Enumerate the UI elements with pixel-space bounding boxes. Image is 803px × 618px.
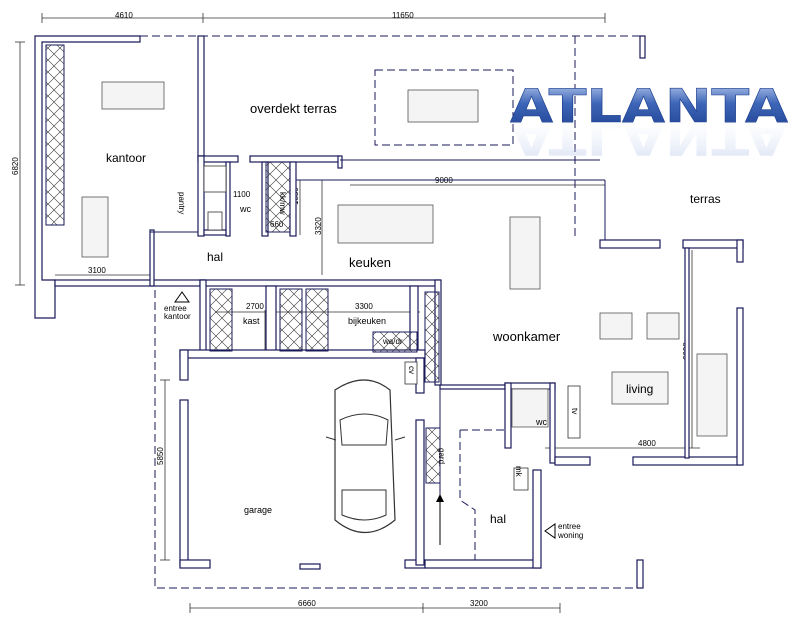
label-pantry: pantry bbox=[177, 192, 186, 214]
label-living: living bbox=[626, 382, 653, 396]
logo-reflection: ATLANTA bbox=[510, 111, 788, 165]
dim-kast-width: 2700 bbox=[246, 302, 264, 311]
furniture bbox=[81, 81, 728, 437]
label-gard: gard. bbox=[437, 448, 446, 466]
dim-bottom-right: 3200 bbox=[470, 599, 488, 608]
label-hal-top: hal bbox=[207, 250, 223, 264]
car-icon bbox=[325, 379, 406, 533]
logo-text: ATLANTA bbox=[510, 79, 788, 133]
room-labels: kantoor overdekt terras terras pantry wc… bbox=[106, 101, 721, 540]
label-overdekt-terras: overdekt terras bbox=[250, 101, 337, 116]
label-entree-kantoor-2: kantoor bbox=[164, 312, 191, 321]
dashed-outlines bbox=[140, 35, 640, 589]
dim-garage-depth: 5850 bbox=[156, 447, 165, 465]
label-kantoor: kantoor bbox=[106, 151, 146, 165]
label-wa-dr: wa/dr bbox=[382, 337, 403, 346]
dim-top-left: 4610 bbox=[115, 11, 133, 20]
cabinets bbox=[45, 44, 581, 491]
label-entree-woning-1: entree bbox=[558, 522, 581, 531]
walls bbox=[34, 35, 744, 589]
label-hal-bottom: hal bbox=[490, 512, 506, 526]
label-entree-woning-2: woning bbox=[557, 531, 583, 540]
dimension-lines bbox=[15, 13, 700, 613]
label-kast: kast bbox=[243, 316, 260, 326]
entree-kantoor-arrow-icon bbox=[174, 291, 190, 303]
label-woonkamer: woonkamer bbox=[492, 329, 561, 344]
dim-bijkeuken-width: 3300 bbox=[355, 302, 373, 311]
label-wc-top: wc bbox=[239, 204, 251, 214]
dim-bottom-left: 6660 bbox=[298, 599, 316, 608]
label-cv: cv bbox=[407, 366, 416, 374]
dim-wc-width: 1100 bbox=[233, 190, 251, 199]
label-keuken: keuken bbox=[349, 255, 391, 270]
dim-top-right: 11650 bbox=[392, 11, 414, 20]
label-garage: garage bbox=[244, 505, 272, 515]
label-kk-mw: kk/mw bbox=[278, 192, 287, 215]
dim-hall-depth: 3320 bbox=[314, 217, 323, 235]
label-tv: tv bbox=[570, 408, 579, 414]
dim-living-width: 4800 bbox=[638, 439, 656, 448]
garage-arrowhead-icon bbox=[436, 494, 444, 502]
label-entree-kantoor-1: entree bbox=[164, 304, 187, 313]
label-bijkeuken: bijkeuken bbox=[348, 316, 386, 326]
label-mk: mk bbox=[514, 466, 523, 478]
dim-left-height: 6820 bbox=[11, 157, 20, 175]
dim-office-width: 3100 bbox=[88, 266, 106, 275]
label-wc-bottom: wc bbox=[535, 417, 547, 427]
atlanta-logo: ATLANTA ATLANTA bbox=[510, 79, 789, 165]
entree-woning-arrow-icon bbox=[544, 523, 556, 539]
label-terras: terras bbox=[690, 192, 721, 206]
